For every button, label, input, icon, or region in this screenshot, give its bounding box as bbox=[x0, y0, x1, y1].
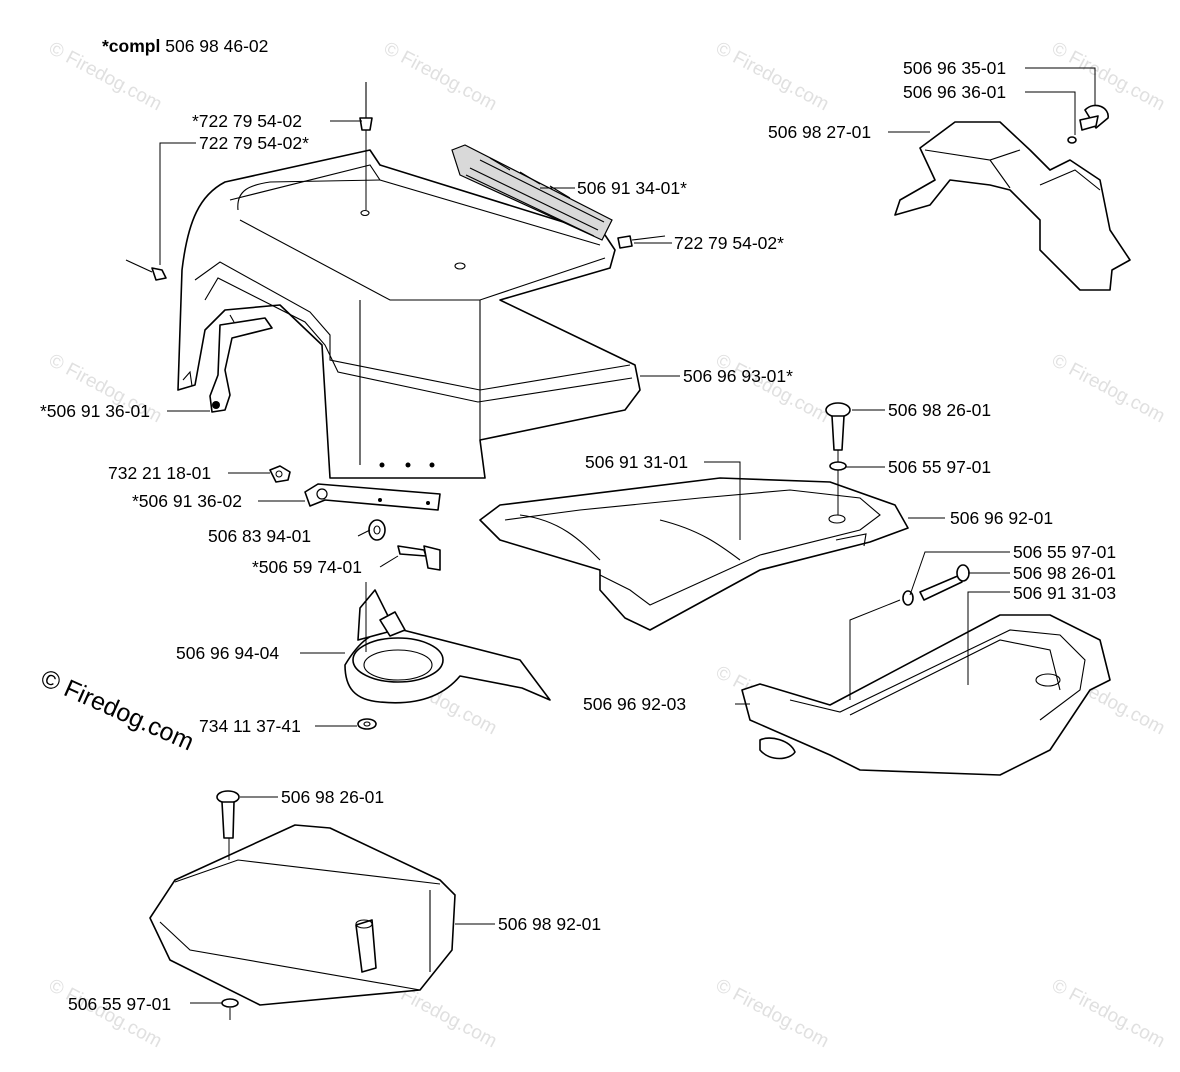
part-label: *506 59 74-01 bbox=[252, 557, 362, 577]
rivet-left bbox=[125, 259, 167, 281]
part-label: *506 91 36-02 bbox=[132, 491, 242, 511]
part-label: 506 96 35-01 bbox=[903, 58, 1007, 78]
assembly-number: *compl 506 98 46-02 bbox=[102, 36, 268, 56]
part-label: 506 96 92-01 bbox=[950, 508, 1054, 528]
bracket-strap bbox=[304, 483, 441, 511]
knob-screw-lower bbox=[902, 564, 970, 606]
part-label: 506 96 36-01 bbox=[903, 82, 1007, 102]
part-label: 506 83 94-01 bbox=[208, 526, 312, 546]
washer-upper bbox=[829, 461, 847, 471]
side-cover bbox=[894, 121, 1131, 291]
rivet-right bbox=[617, 235, 666, 249]
grille-panel bbox=[451, 144, 613, 241]
knob-screw-bottom bbox=[216, 790, 240, 860]
hood-cover bbox=[177, 149, 641, 479]
part-label: 506 96 92-03 bbox=[583, 694, 687, 714]
part-label: *722 79 54-02 bbox=[192, 111, 302, 131]
storage-box bbox=[149, 824, 456, 1006]
seat-base bbox=[741, 614, 1111, 776]
seat-pan bbox=[479, 477, 909, 631]
part-label: 506 91 31-01 bbox=[585, 452, 689, 472]
part-label: 506 91 34-01* bbox=[577, 178, 687, 198]
part-label: 506 55 97-01 bbox=[68, 994, 172, 1014]
bracket-front bbox=[209, 314, 273, 413]
screw-shoulder bbox=[397, 545, 441, 571]
screw-small bbox=[1067, 104, 1109, 144]
part-label: 506 98 26-01 bbox=[281, 787, 385, 807]
part-label: 506 98 92-01 bbox=[498, 914, 602, 934]
knob-screw-upper bbox=[825, 402, 851, 515]
part-label: 722 79 54-02* bbox=[199, 133, 309, 153]
part-label: 506 96 94-04 bbox=[176, 643, 280, 663]
part-label: *506 91 36-01 bbox=[40, 401, 150, 421]
part-label: 734 11 37-41 bbox=[199, 716, 301, 736]
fender-cup bbox=[344, 582, 551, 704]
part-label: 506 96 93-01* bbox=[683, 366, 793, 386]
part-label: 506 98 26-01 bbox=[1013, 563, 1117, 583]
part-label: 506 98 26-01 bbox=[888, 400, 992, 420]
part-label: 506 55 97-01 bbox=[888, 457, 992, 477]
assembly-prefix: *compl bbox=[102, 36, 161, 56]
assembly-part-number: 506 98 46-02 bbox=[165, 36, 269, 56]
washer-bottom bbox=[221, 998, 239, 1020]
washer-small bbox=[357, 718, 377, 730]
rivet-top bbox=[359, 82, 373, 210]
leader-lines bbox=[159, 67, 1096, 1004]
part-label: 506 55 97-01 bbox=[1013, 542, 1117, 562]
part-label: 722 79 54-02* bbox=[674, 233, 784, 253]
part-label: 506 91 31-03 bbox=[1013, 583, 1117, 603]
washer bbox=[368, 519, 386, 541]
part-label: 506 98 27-01 bbox=[768, 122, 872, 142]
part-label: 732 21 18-01 bbox=[108, 463, 212, 483]
nut bbox=[269, 465, 291, 483]
